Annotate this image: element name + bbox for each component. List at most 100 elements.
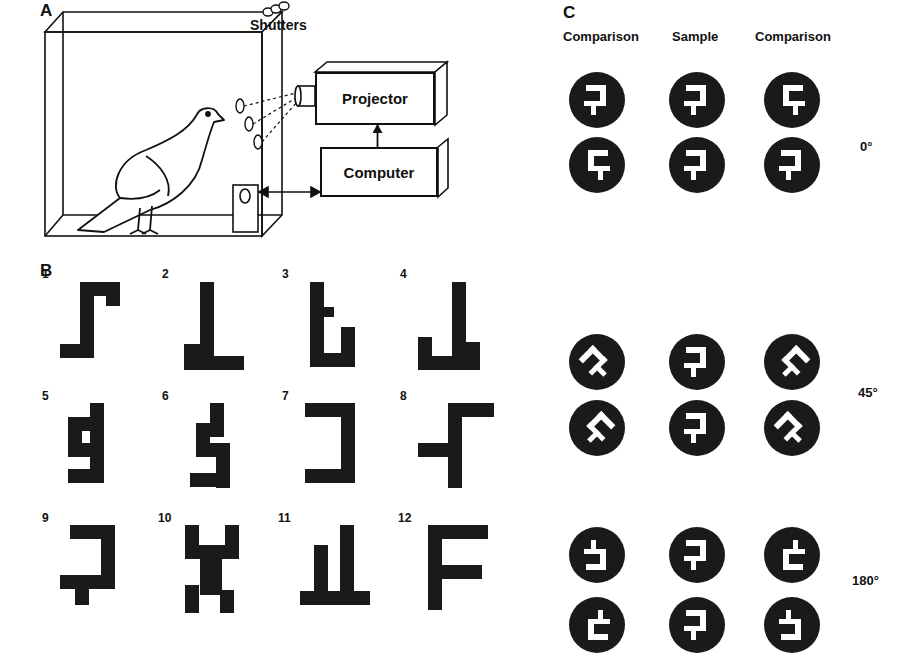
rotation-label: 0°: [860, 140, 872, 154]
shape-bar: [184, 356, 244, 370]
food-hopper: [233, 185, 258, 232]
callout-number: 12: [398, 512, 411, 525]
stimulus-disk: [569, 597, 625, 653]
disk-glyph: [772, 411, 809, 448]
callout-number: 2: [162, 268, 169, 281]
disk-glyph: [684, 347, 706, 377]
projector-box: Projector: [315, 72, 435, 125]
rotation-label: 45°: [858, 386, 878, 400]
projection-lines: [244, 93, 296, 142]
shape-bar: [68, 443, 104, 457]
shape-bar: [75, 575, 89, 605]
stimulus-disk: [764, 137, 820, 193]
stimulus-disk: [569, 72, 625, 128]
computer-3d-face: [438, 139, 448, 197]
panel-letter: A: [40, 2, 52, 21]
callout-number: 9: [42, 512, 49, 525]
disk-glyph: [779, 150, 801, 180]
stimulus-disk: [569, 334, 625, 390]
panel-letter: C: [563, 4, 575, 23]
disk-glyph: [684, 413, 706, 443]
shape-bar: [418, 337, 432, 370]
disk-glyph: [684, 85, 706, 115]
disk-glyph: [775, 345, 812, 382]
callout-number: 3: [282, 268, 289, 281]
shape-bar: [184, 344, 214, 358]
stimulus-disk: [764, 72, 820, 128]
callout-number: 5: [42, 390, 49, 403]
hopper-link: [259, 187, 320, 197]
stimulus-shape: [428, 525, 488, 610]
stimulus-disk: [569, 400, 625, 456]
stimulus-disk: [669, 527, 725, 583]
shape-bar: [68, 469, 104, 483]
stimulus-disk: [669, 400, 725, 456]
stimulus-shape: [190, 403, 230, 488]
stimulus-shape: [310, 282, 355, 367]
shape-bar: [341, 327, 355, 367]
shape-bar: [106, 282, 120, 306]
disk-glyph: [584, 85, 606, 115]
disk-glyph: [783, 85, 805, 115]
pigeon: [78, 108, 224, 234]
stimulus-shape: [184, 282, 244, 370]
shape-bar: [428, 525, 442, 610]
disk-glyph: [588, 610, 610, 640]
disk-glyph: [584, 540, 606, 570]
disk-glyph: [580, 411, 617, 448]
shape-bar: [340, 525, 354, 605]
stimulus-shapes: [60, 282, 494, 613]
stimulus-disk: [569, 527, 625, 583]
shape-bar: [442, 565, 482, 579]
disk-glyph: [779, 610, 801, 640]
stimulus-disk: [669, 72, 725, 128]
column-heading: Comparison: [563, 30, 639, 44]
projector-lens: [295, 86, 315, 106]
connector-arrow: [377, 125, 379, 147]
stimulus-disk: [669, 137, 725, 193]
stimulus-disk: [569, 137, 625, 193]
shape-bar: [300, 591, 370, 605]
shape-bar: [324, 307, 334, 317]
shape-bar: [466, 342, 480, 370]
callout-number: 6: [162, 390, 169, 403]
rotation-label: 180°: [852, 574, 879, 588]
column-heading: Comparison: [755, 30, 831, 44]
callout-number: 4: [400, 268, 407, 281]
shape-bar: [185, 585, 199, 613]
stimulus-shape: [60, 525, 115, 605]
callout-number: 11: [278, 512, 291, 525]
projector-3d-faces: [315, 62, 447, 125]
stimulus-shape: [300, 525, 370, 605]
box-text: Computer: [344, 164, 415, 181]
callout-number: 8: [400, 390, 407, 403]
shape-bar: [60, 344, 94, 358]
disk-glyph: [684, 150, 706, 180]
shape-bar: [190, 473, 230, 487]
disk-glyph: [588, 150, 610, 180]
callout-number: 7: [282, 390, 289, 403]
shutter-bumps: [263, 2, 289, 16]
stimulus-shape: [60, 282, 120, 358]
callout-number: 1: [42, 268, 49, 281]
computer-box: Computer: [320, 147, 438, 197]
disk-glyph: [783, 540, 805, 570]
stimulus-disk: [764, 597, 820, 653]
column-heading: Sample: [672, 30, 718, 44]
stimulus-shape: [185, 525, 239, 613]
stimulus-shape: [418, 403, 494, 488]
part-name: Shutters: [250, 18, 307, 33]
stimulus-disk: [764, 527, 820, 583]
shape-bar: [418, 443, 448, 457]
stimulus-disk: [764, 400, 820, 456]
shape-bar: [220, 590, 234, 613]
shape-bar: [305, 469, 355, 483]
response-keys: [236, 99, 262, 149]
disk-glyph: [684, 610, 706, 640]
disk-glyph: [684, 540, 706, 570]
box-text: Projector: [342, 90, 408, 107]
stimulus-disk: [669, 334, 725, 390]
